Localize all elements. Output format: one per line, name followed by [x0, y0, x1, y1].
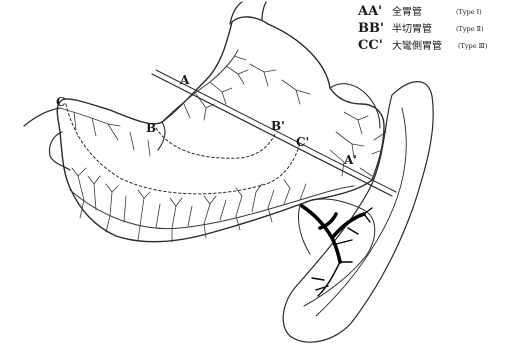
label-b: B: [146, 121, 156, 135]
legend-name: 全胃管: [392, 5, 422, 18]
label-a-prime: A': [343, 153, 357, 167]
label-a: A: [179, 73, 190, 87]
resection-line-bb: [156, 128, 276, 158]
label-b-prime: B': [271, 119, 285, 133]
point-labels: A A' B B' C C': [56, 73, 357, 167]
legend-type: (Type Ⅱ): [456, 25, 484, 33]
resection-line-cc: [66, 104, 300, 194]
legend-type: (Type Ⅲ): [458, 42, 488, 50]
legend-key: BB': [358, 21, 384, 36]
legend-row: AA' 全胃管 (Type Ⅰ): [357, 4, 482, 19]
lesser-curvature: [158, 122, 165, 150]
legend-name: 半切胃管: [392, 22, 432, 35]
label-c-prime: C': [296, 135, 309, 149]
stomach-outline: [57, 17, 384, 242]
legend-key: CC': [358, 38, 383, 53]
legend-row: BB' 半切胃管 (Type Ⅱ): [358, 21, 484, 36]
spleen-inner-contour: [316, 108, 406, 316]
legend: AA' 全胃管 (Type Ⅰ) BB' 半切胃管 (Type Ⅱ) CC' 大…: [357, 4, 488, 53]
legend-type: (Type Ⅰ): [456, 8, 482, 16]
legend-key: AA': [357, 4, 382, 19]
legend-row: CC' 大彎側胃管 (Type Ⅲ): [358, 38, 488, 53]
resection-line-aa: [152, 74, 392, 196]
label-c: C: [56, 95, 66, 109]
legend-name: 大彎側胃管: [392, 39, 442, 52]
gastroepiploic-artery: [70, 186, 354, 229]
